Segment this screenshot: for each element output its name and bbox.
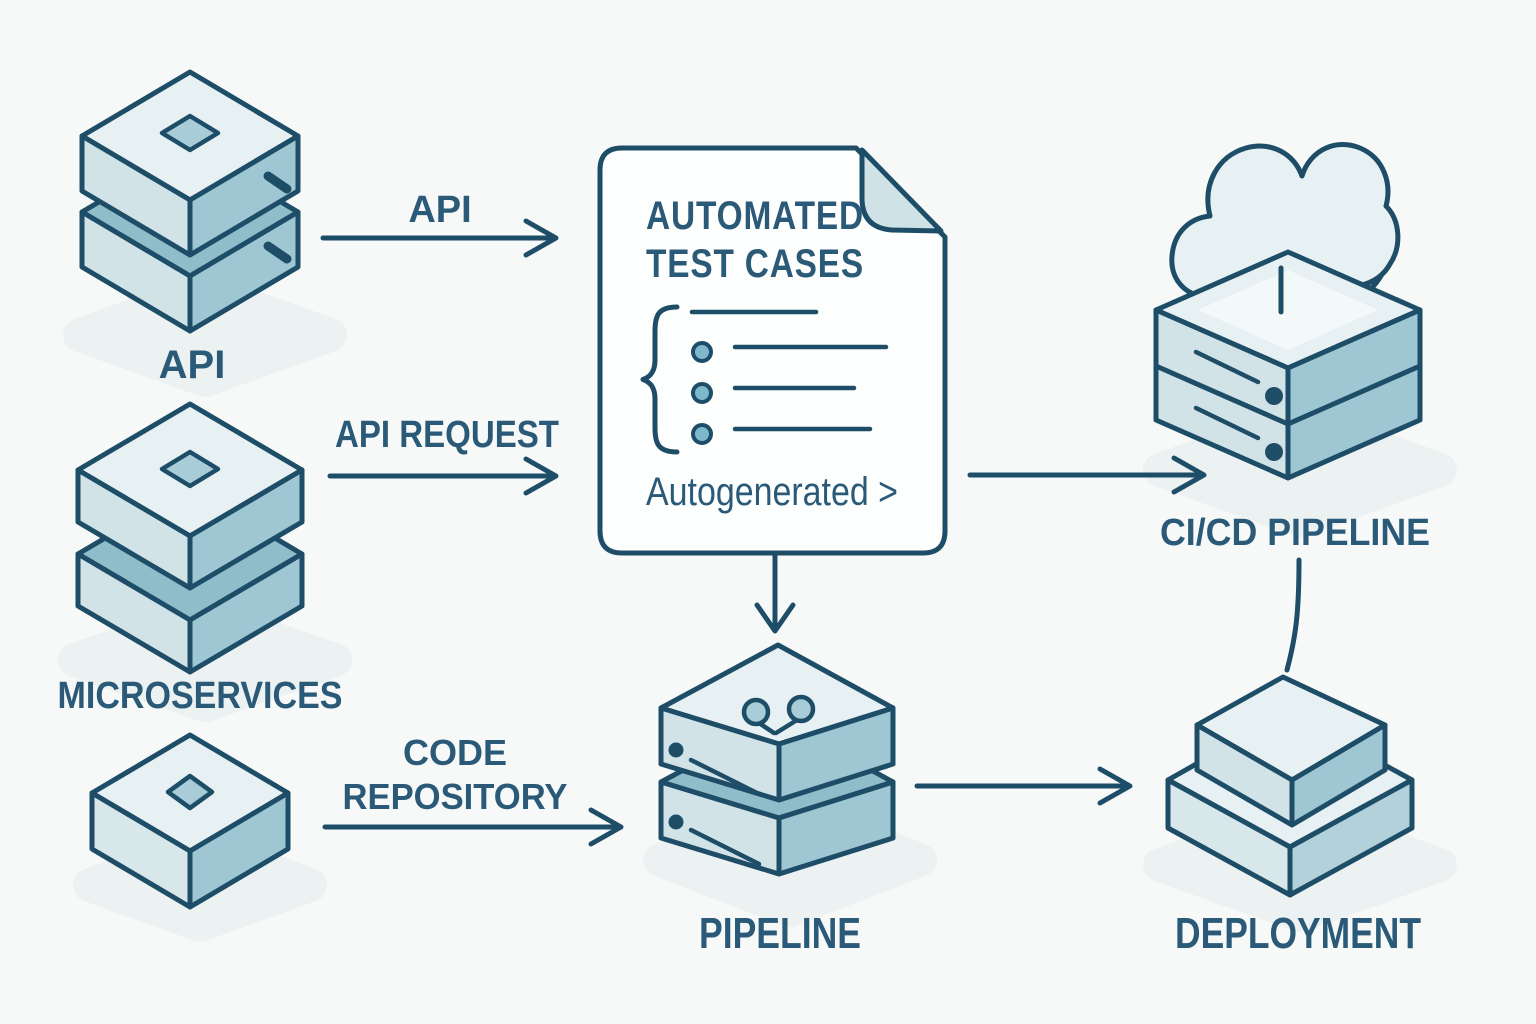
git-branch-icon [741, 694, 816, 736]
arrow-head [523, 218, 559, 258]
deployment-node-label: DEPLOYMENT [1175, 909, 1421, 958]
server-led-dot [1265, 387, 1283, 405]
list-bullet [691, 382, 713, 404]
server-led-dot [668, 742, 684, 758]
test-cases-document: AUTOMATED TEST CASES Autogenerated > [597, 145, 948, 556]
edge-microservices-to-document: API REQUEST [327, 414, 559, 496]
server-vent-line [688, 827, 762, 867]
api-node-label: API [159, 343, 226, 387]
cicd-server-icon [1153, 249, 1423, 481]
code-repository-box-icon [89, 732, 291, 910]
test-case-list [640, 304, 889, 455]
edge-document-to-pipeline [754, 553, 796, 634]
api-node: API [79, 69, 301, 387]
code-repository-top-diamond [165, 773, 215, 811]
edge-pipeline-to-deployment [914, 766, 1133, 806]
server-vent-line [1193, 405, 1261, 441]
microservices-node-label: MICROSERVICES [58, 675, 343, 717]
server-led-dot [1265, 443, 1283, 461]
arrow-head [754, 602, 796, 634]
server-layer-line [1153, 363, 1291, 427]
microservices-top-diamond [159, 449, 221, 489]
edge-code-label-line1: CODE [403, 732, 507, 773]
edge-cicd-to-deployment [1284, 557, 1302, 673]
server-vent-line [688, 757, 762, 797]
list-bullet [691, 423, 713, 445]
server-led-dot [668, 814, 684, 830]
edge-api-to-document: API [320, 189, 559, 258]
cicd-pipeline-label: CI/CD PIPELINE [1160, 512, 1430, 554]
edge-code-label-line2: REPOSITORY [343, 776, 568, 817]
list-brace [640, 304, 680, 455]
cicd-pipeline-node: CI/CD PIPELINE [1153, 142, 1430, 554]
api-top-diamond [159, 113, 221, 153]
server-vent-line [1193, 349, 1261, 385]
connector-line [1284, 557, 1302, 673]
api-vent-dash [263, 241, 292, 264]
pipeline-stack-icon [658, 642, 896, 877]
arrow-head [523, 456, 559, 496]
edge-repository-to-pipeline: CODE REPOSITORY [322, 732, 624, 847]
pipeline-node-label: PIPELINE [699, 909, 861, 958]
code-repository-box [89, 732, 291, 910]
cloud-front [1169, 142, 1401, 301]
list-bullet [691, 341, 713, 363]
arrow-head [1171, 455, 1207, 495]
api-vent-dash [263, 171, 292, 194]
edge-api-request-label: API REQUEST [335, 414, 559, 456]
microservices-node: MICROSERVICES [58, 401, 343, 717]
api-stack-icon [79, 69, 301, 334]
document-title-line2: TEST CASES [646, 242, 864, 286]
edge-api-label: API [408, 189, 471, 231]
arrow-head [1097, 766, 1133, 806]
document-corner-fold [859, 147, 944, 234]
server-layer-line [1285, 363, 1423, 427]
arrow-head [588, 807, 624, 847]
edge-document-to-cicd [967, 455, 1207, 495]
deployment-stack-icon [1165, 674, 1415, 898]
microservices-stack-icon [75, 401, 305, 675]
document-footer: Autogenerated > [646, 470, 898, 514]
document-sheet [597, 145, 948, 556]
pipeline-node: PIPELINE [658, 642, 896, 958]
deployment-node: DEPLOYMENT [1165, 674, 1421, 958]
document-title-line1: AUTOMATED [646, 194, 864, 238]
